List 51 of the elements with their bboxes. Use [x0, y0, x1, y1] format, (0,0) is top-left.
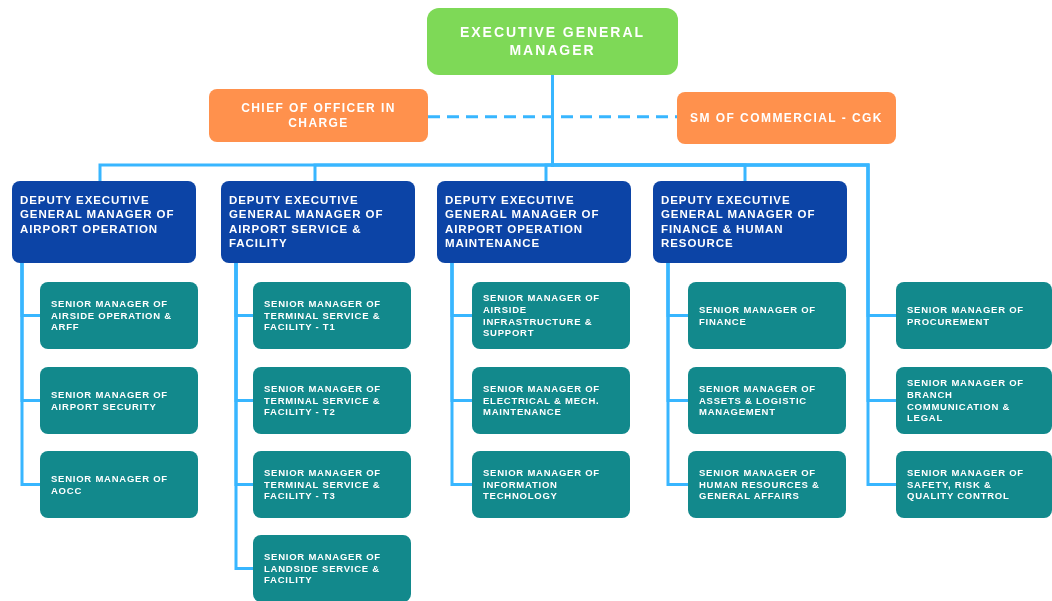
senior-manager-box: [472, 367, 630, 434]
officer-box: [677, 92, 896, 144]
role-title: CHIEF OF OFFICER IN CHARGE: [240, 100, 397, 131]
officer-box: [209, 89, 428, 142]
deputy-box: [653, 181, 847, 263]
role-title: SENIOR MANAGER OF FINANCE: [699, 303, 817, 328]
senior-manager-box: [472, 451, 630, 518]
role-title: SENIOR MANAGER OF AIRPORT SECURITY: [51, 388, 169, 413]
senior-manager-box: [40, 451, 198, 518]
role-title: SENIOR MANAGER OF LANDSIDE SERVICE & FACILITY: [264, 550, 382, 587]
role-title: SENIOR MANAGER OF TERMINAL SERVICE & FACILITY - T3: [264, 466, 382, 503]
senior-manager-box: [253, 367, 411, 434]
senior-manager-box: [688, 451, 846, 518]
deputy-box: [12, 181, 196, 263]
role-title: SENIOR MANAGER OF AIRSIDE INFRASTRUCTURE & SUPPORT: [483, 291, 601, 340]
role-title: SENIOR MANAGER OF PROCUREMENT: [907, 303, 1025, 328]
role-title: SENIOR MANAGER OF BRANCH COMMUNICATION & LEGAL: [907, 376, 1025, 425]
senior-manager-box: [688, 367, 846, 434]
connector-line: [450, 263, 472, 486]
role-title: DEPUTY EXECUTIVE GENERAL MANAGER OF AIRPORT OPERATION MAINTENANCE: [445, 193, 601, 251]
role-title: DEPUTY EXECUTIVE GENERAL MANAGER OF FINANCE & HUMAN RESOURCE: [661, 193, 817, 251]
role-title: SM OF COMMERCIAL - CGK: [689, 110, 884, 126]
dashed-connector: [428, 115, 677, 119]
role-title: SENIOR MANAGER OF INFORMATION TECHNOLOGY: [483, 466, 601, 503]
role-title: SENIOR MANAGER OF HUMAN RESOURCES & GENERAL AFFAIRS: [699, 466, 821, 503]
senior-manager-box: [472, 282, 630, 349]
executive-box: [427, 8, 678, 75]
senior-manager-box: [688, 282, 846, 349]
senior-manager-box: [253, 451, 411, 518]
role-title: SENIOR MANAGER OF ASSETS & LOGISTIC MANAGEMENT: [699, 382, 817, 419]
connector-line: [234, 263, 253, 570]
senior-manager-box: [896, 367, 1052, 434]
role-title: SENIOR MANAGER OF TERMINAL SERVICE & FACILITY - T2: [264, 382, 382, 419]
senior-manager-box: [253, 282, 411, 349]
senior-manager-box: [40, 282, 198, 349]
role-title: SENIOR MANAGER OF ELECTRICAL & MECH. MAINTENANCE: [483, 382, 601, 419]
deputy-box: [221, 181, 415, 263]
role-title: SENIOR MANAGER OF AOCC: [51, 472, 169, 497]
role-title: SENIOR MANAGER OF SAFETY, RISK & QUALITY CONTROL: [907, 466, 1025, 503]
senior-manager-box: [253, 535, 411, 601]
connector-line: [20, 263, 40, 486]
role-title: SENIOR MANAGER OF TERMINAL SERVICE & FACILITY - T1: [264, 297, 382, 334]
senior-manager-box: [40, 367, 198, 434]
role-title: DEPUTY EXECUTIVE GENERAL MANAGER OF AIRPORT SERVICE & FACILITY: [229, 193, 385, 251]
senior-manager-box: [896, 451, 1052, 518]
deputy-box: [437, 181, 631, 263]
senior-manager-box: [896, 282, 1052, 349]
role-title: DEPUTY EXECUTIVE GENERAL MANAGER OF AIRPORT OPERATION: [20, 193, 176, 237]
connector-line: [666, 263, 688, 486]
role-title: SENIOR MANAGER OF AIRSIDE OPERATION & ARFF: [51, 297, 173, 334]
role-title: EXECUTIVE GENERAL MANAGER: [459, 24, 646, 59]
